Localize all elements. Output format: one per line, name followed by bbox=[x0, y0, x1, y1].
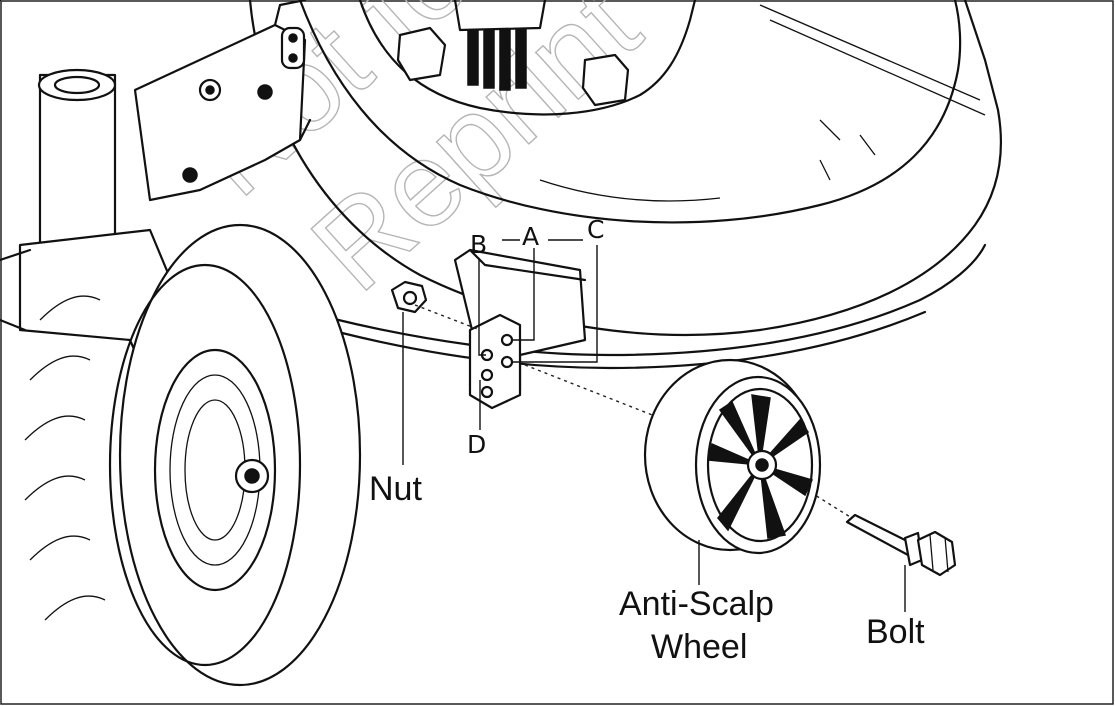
frame-mount bbox=[133, 0, 312, 202]
label-nut: Nut bbox=[369, 470, 422, 508]
mount-bracket bbox=[280, 26, 306, 70]
mount-plate-edge bbox=[273, 0, 312, 142]
bracket-hole-a bbox=[500, 333, 514, 347]
caster-post bbox=[38, 73, 117, 267]
label-a: A bbox=[522, 222, 539, 251]
mount-bolt-3 bbox=[182, 167, 198, 183]
anti-scalp-wheel bbox=[643, 358, 822, 555]
callout-labels: B A C D Nut Anti-Scalp Wheel Bolt bbox=[369, 215, 925, 666]
deck-contour bbox=[539, 179, 721, 202]
mount-plate bbox=[133, 23, 307, 202]
assembly-axis-line bbox=[414, 304, 666, 421]
label-anti-scalp-line-2: Wheel bbox=[651, 628, 747, 666]
deck-upper-rim bbox=[298, 0, 962, 224]
deck-ribs bbox=[819, 119, 876, 181]
label-d: D bbox=[467, 430, 486, 459]
bolt-head bbox=[916, 530, 957, 577]
caster-arm-edges bbox=[0, 248, 32, 332]
label-b: B bbox=[470, 230, 487, 259]
leader-b bbox=[478, 258, 486, 356]
mower-deck bbox=[248, 0, 1002, 370]
label-anti-scalp-line-1: Anti-Scalp bbox=[619, 585, 774, 623]
bolt-shank bbox=[845, 513, 917, 557]
caster-tread bbox=[24, 295, 106, 621]
bracket-hole-c bbox=[500, 355, 514, 369]
leader-c bbox=[512, 245, 598, 363]
callout-leaders bbox=[402, 239, 906, 612]
deck-lower-edge-2 bbox=[336, 310, 927, 370]
housing-vent-frame bbox=[453, 0, 547, 32]
nut bbox=[390, 280, 428, 314]
housing-tab-right bbox=[581, 53, 630, 107]
mount-bolt-2 bbox=[257, 84, 273, 100]
deck-outer-skirt bbox=[248, 0, 1002, 336]
caster-tire bbox=[118, 223, 362, 687]
blade-housing bbox=[358, 0, 697, 116]
deck-lower-edge bbox=[328, 243, 987, 357]
label-c: C bbox=[587, 215, 604, 244]
deck-seam-1 bbox=[759, 4, 981, 101]
deck-seam-2 bbox=[769, 19, 986, 116]
housing-tab-left bbox=[396, 26, 447, 82]
height-bracket bbox=[453, 248, 587, 410]
bracket-hole-d bbox=[480, 368, 494, 382]
caster-rim bbox=[153, 348, 277, 592]
caster-wheel bbox=[24, 223, 362, 687]
leader-a bbox=[512, 248, 535, 341]
bolt bbox=[845, 513, 957, 577]
label-bolt: Bolt bbox=[866, 613, 925, 651]
